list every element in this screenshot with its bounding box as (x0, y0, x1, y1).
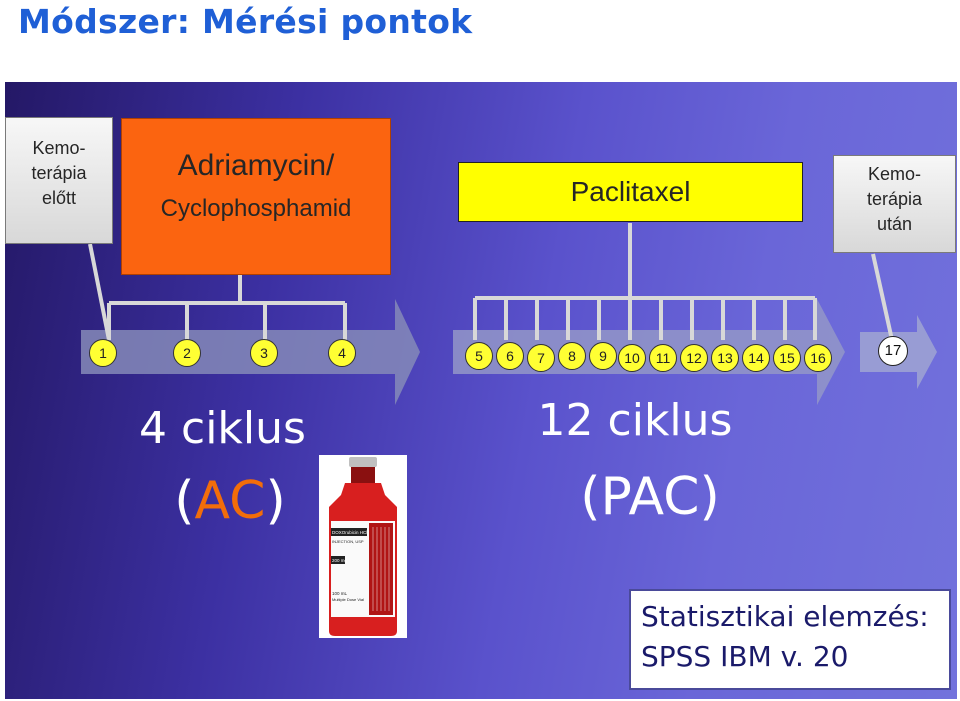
timepoint-2: 2 (173, 339, 201, 367)
svg-text:100 mL: 100 mL (332, 591, 348, 596)
timepoint-8: 8 (558, 342, 586, 370)
statistics-line-1: Statisztikai elemzés: (641, 600, 929, 633)
timepoint-4: 4 (328, 339, 356, 367)
connector-ac (107, 275, 347, 340)
ac-regimen-label: (AC) (174, 471, 286, 531)
svg-text:INJECTION, USP: INJECTION, USP (332, 539, 364, 544)
pac-regimen-label: (PAC) (580, 467, 720, 527)
timepoint-15: 15 (773, 344, 801, 372)
svg-text:200 mg: 200 mg (332, 558, 348, 563)
ac-cycle-count: 4 ciklus (139, 403, 306, 454)
connector-after (871, 253, 894, 341)
timepoint-6: 6 (496, 342, 524, 370)
timepoint-9: 9 (589, 342, 617, 370)
timepoint-5: 5 (465, 342, 493, 370)
connector-paclitaxel (473, 223, 817, 340)
timepoint-13: 13 (711, 344, 739, 372)
timepoint-11: 11 (649, 344, 677, 372)
timepoint-16: 16 (804, 344, 832, 372)
statistics-line-2: SPSS IBM v. 20 (641, 640, 849, 673)
pac-cycle-count: 12 ciklus (537, 395, 733, 446)
timepoint-17: 17 (878, 336, 908, 366)
box-paclitaxel: Paclitaxel (458, 162, 803, 222)
box-ac: Adriamycin/ Cyclophosphamid (121, 118, 391, 275)
page-title: Módszer: Mérési pontok (18, 2, 473, 41)
ac-regimen-code: AC (194, 471, 266, 531)
timepoint-14: 14 (742, 344, 770, 372)
svg-text:DOXOrubicin HCl: DOXOrubicin HCl (332, 530, 367, 535)
statistics-note-box: Statisztikai elemzés: SPSS IBM v. 20 (629, 589, 951, 690)
timepoint-3: 3 (250, 339, 278, 367)
connector-before (88, 243, 111, 341)
timepoint-7: 7 (527, 344, 555, 372)
doxorubicin-vial-image: DOXOrubicin HCl INJECTION, USP 200 mg 10… (319, 455, 407, 638)
timepoint-10: 10 (618, 344, 646, 372)
svg-text:Multiple Dose Vial: Multiple Dose Vial (332, 597, 364, 602)
timepoint-1: 1 (89, 339, 117, 367)
timepoint-12: 12 (680, 344, 708, 372)
